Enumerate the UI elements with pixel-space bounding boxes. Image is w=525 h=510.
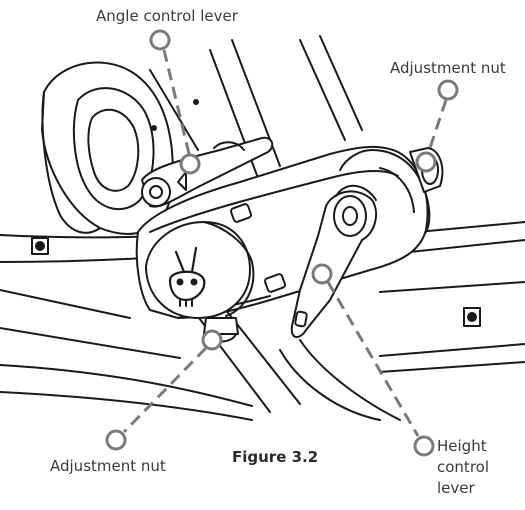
adjust-nut-bottom-leader <box>105 329 223 451</box>
frame-bolts <box>31 99 481 327</box>
height-lever-leader <box>311 263 435 457</box>
adjustment-nut-top-label: Adjustment nut <box>390 59 506 77</box>
dial-knob <box>145 221 255 319</box>
base-rails <box>0 221 525 421</box>
height-lever-label-line1: Height <box>437 437 487 455</box>
figure-caption: Figure 3.2 <box>232 448 319 466</box>
angle-control-lever-part <box>141 136 274 208</box>
adjust-nut-top-leader <box>415 79 459 173</box>
angle-lever-leader <box>149 29 201 175</box>
height-control-lever-part <box>290 185 378 338</box>
height-lever-label-line3: lever <box>437 479 475 497</box>
height-lever-label-line2: control <box>437 458 489 476</box>
callout-leaders <box>105 29 459 457</box>
flywheel <box>41 61 174 235</box>
angle-control-lever-label: Angle control lever <box>96 7 238 25</box>
height-control-lever-label: Height control lever <box>437 436 497 499</box>
adjustment-nut-bottom-label: Adjustment nut <box>50 457 166 475</box>
